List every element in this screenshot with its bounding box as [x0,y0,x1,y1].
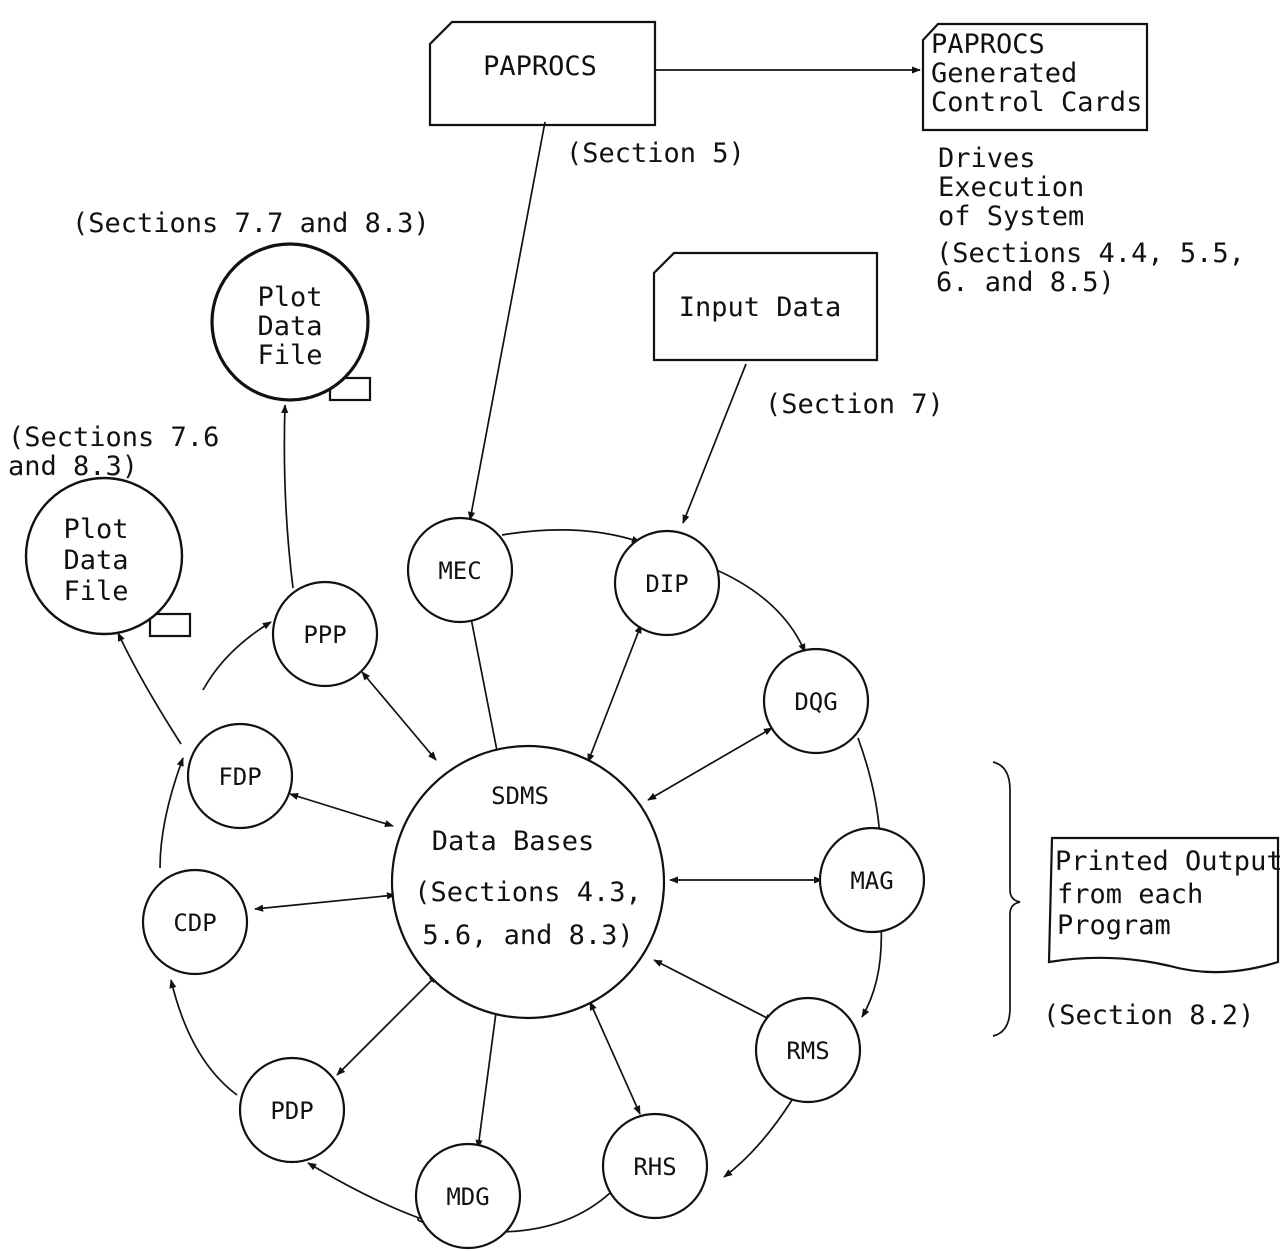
control-cards-line-2: Generated [931,58,1077,89]
input-data-to-dip-arrow [682,363,747,524]
sdms-line-1: SDMS [491,782,549,810]
sdms-line-3: (Sections 4.3, [414,877,642,908]
plot-file-2-section-line-1: (Sections 7.6 [8,422,219,453]
node-dqg-label: DQG [794,688,837,716]
plot-file-2-line-1: Plot [63,514,128,545]
paprocs-label: PAPROCS [483,51,597,82]
control-cards-document[interactable]: PAPROCS Generated Control Cards [921,22,1149,132]
control-cards-line-1: PAPROCS [931,29,1045,60]
plot-file-2-line-2: Data [63,545,128,576]
node-rhs-label: RHS [633,1153,676,1181]
plot-file-1-line-3: File [257,340,322,371]
printed-output-line-2: from each [1057,879,1203,910]
plot-file-1-line-2: Data [257,311,322,342]
plot-file-2-section-line-2: and 8.3) [8,451,138,482]
printed-output-document[interactable]: Printed Output from each Program [1047,836,1283,974]
node-cdp[interactable]: CDP [141,868,249,976]
node-ppp-label: PPP [303,621,346,649]
printed-output-section-note: (Section 8.2) [1043,1000,1254,1031]
sdms-line-2: Data Bases [432,826,595,857]
node-fdp[interactable]: FDP [186,722,294,830]
drives-line-1: Drives [938,143,1036,174]
node-cdp-label: CDP [173,909,216,937]
printed-output-line-1: Printed Output [1055,846,1283,877]
node-mag[interactable]: MAG [818,826,926,934]
node-rhs[interactable]: RHS [601,1112,709,1220]
sdms-data-bases[interactable]: SDMS Data Bases (Sections 4.3, 5.6, and … [390,744,666,1020]
node-pdp[interactable]: PDP [238,1056,346,1164]
paprocs-to-mec-arrow [467,121,546,521]
sdms-line-4: 5.6, and 8.3) [422,920,633,951]
drives-execution-note: Drives Execution of System (Sections 4.4… [936,143,1245,298]
node-dip-label: DIP [645,570,688,598]
drives-line-2: Execution [938,172,1084,203]
database-spokes [254,612,823,1149]
control-cards-line-3: Control Cards [931,87,1142,118]
input-data-label: Input Data [679,292,842,323]
drives-line-4: (Sections 4.4, 5.5, [936,238,1245,269]
output-brace [992,761,1021,1037]
paprocs-card[interactable]: PAPROCS [428,20,657,127]
node-rms-label: RMS [786,1037,829,1065]
drives-line-5: 6. and 8.5) [936,267,1115,298]
node-mec[interactable]: MEC [406,516,514,624]
input-data-section-note: (Section 7) [765,389,944,420]
plot-file-2-line-3: File [63,576,128,607]
node-ppp[interactable]: PPP [271,580,379,688]
node-mec-label: MEC [438,557,481,585]
plot-data-file-1[interactable]: Plot Data File [210,242,372,402]
input-data-card[interactable]: Input Data [652,251,879,362]
plot-file-1-section-note: (Sections 7.7 and 8.3) [72,208,430,239]
printed-output-line-3: Program [1057,910,1171,941]
node-dip[interactable]: DIP [613,529,721,637]
node-mag-label: MAG [850,867,893,895]
node-rms[interactable]: RMS [754,996,862,1104]
node-dqg[interactable]: DQG [762,647,870,755]
node-mdg[interactable]: MDG [414,1142,522,1250]
drives-line-3: of System [938,201,1084,232]
node-pdp-label: PDP [270,1097,313,1125]
paprocs-section-note: (Section 5) [566,138,745,169]
node-mdg-label: MDG [446,1183,489,1211]
node-fdp-label: FDP [218,763,261,791]
plot-file-1-line-1: Plot [257,282,322,313]
plot-data-file-2[interactable]: Plot Data File [24,476,192,638]
